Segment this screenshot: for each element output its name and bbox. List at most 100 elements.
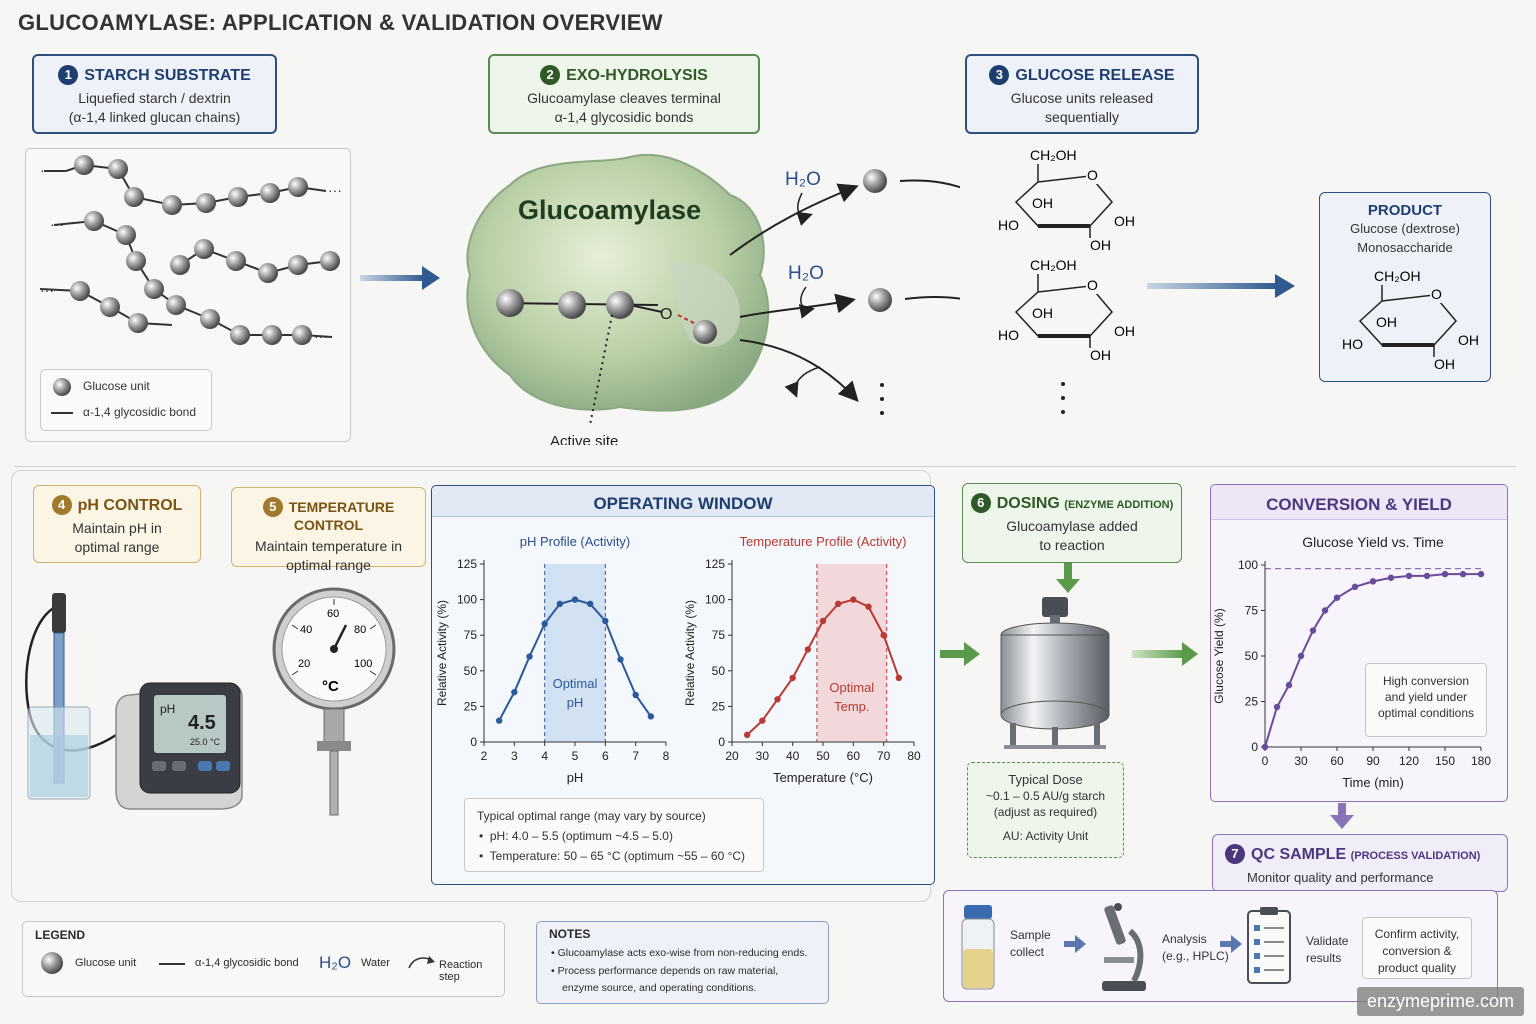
chart-1-optimal-band <box>816 564 887 742</box>
chart-0-ytick-label: 125 <box>457 557 477 571</box>
conversion-note1: High conversion <box>1382 674 1470 688</box>
ph-meter-illustration: pH 4.5 25.0 °C <box>25 593 243 810</box>
chart-0-point <box>602 617 609 625</box>
chart-1-point <box>850 596 857 603</box>
qc-confirm-line3: product quality <box>1377 961 1457 975</box>
chart-1-point <box>895 674 903 682</box>
chart-2-xtick-label: 0 <box>1262 754 1269 768</box>
chart-1-xtick-label: 50 <box>816 749 830 763</box>
chart-2-point <box>1405 572 1413 580</box>
svg-text:OH: OH <box>1032 195 1053 211</box>
conversion-yield-panel: CONVERSION & YIELD Glucose Yield vs. Tim… <box>1210 484 1508 802</box>
chart-2-ytick-label: 75 <box>1245 604 1259 618</box>
chart-2-point <box>1423 572 1431 580</box>
qc-confirm-line1: Confirm activity, <box>1374 927 1460 941</box>
svg-text:OH: OH <box>1032 305 1053 321</box>
chart-0-band-label-0: Optimal <box>553 676 598 691</box>
legend-bond-label: α-1,4 glycosidic bond <box>195 957 299 969</box>
chart-2-point <box>1261 743 1269 751</box>
operating-window-title: OPERATING WINDOW <box>593 494 773 513</box>
chart-2-point <box>1333 594 1341 601</box>
chart-1-xtick-label: 70 <box>877 749 891 763</box>
thermo-tick-100: 100 <box>354 658 372 670</box>
svg-text:OH: OH <box>1376 314 1397 330</box>
optimal-range-ph: pH: 4.0 – 5.5 (optimum ~4.5 – 5.0) <box>489 829 673 843</box>
glucose-unit-legend-icon <box>53 378 71 396</box>
chart-1-point <box>834 600 842 608</box>
step-7-title: QC SAMPLE <box>1251 846 1347 863</box>
qc-sample-line2: collect <box>1010 945 1045 959</box>
legend-water-symbol: H₂O <box>319 953 352 972</box>
glucose-structure-1: CH₂OH O OH HO OH OH <box>998 147 1135 253</box>
chart-2-xtick-label: 60 <box>1330 754 1344 768</box>
glucose-structure-2: CH₂OH O OH HO OH OH <box>998 257 1135 363</box>
optimal-range-temp: Temperature: 50 – 65 °C (optimum ~55 – 6… <box>489 849 746 863</box>
chart-0-ytick-label: 100 <box>457 593 477 607</box>
product-glucose-structure: CH₂OH O OH HO OH OH <box>1342 268 1479 372</box>
chart-2-point <box>1309 627 1317 634</box>
conversion-note: High conversion and yield under optimal … <box>1365 663 1487 737</box>
step-7-line1: Monitor quality and performance <box>1247 870 1434 885</box>
thermo-tick-80: 80 <box>354 624 366 636</box>
step-5-line1: Maintain temperature in <box>254 538 403 554</box>
qc-analysis-line2: (e.g., HPLC) <box>1162 949 1229 963</box>
qc-confirm-box: Confirm activity, conversion & product q… <box>1362 917 1472 979</box>
svg-text:OH: OH <box>1114 323 1135 339</box>
ph-meter-value: 4.5 <box>188 712 216 734</box>
step-2-title: EXO-HYDROLYSIS <box>566 67 708 84</box>
chart-2-xtick-label: 30 <box>1294 754 1308 768</box>
chart-0-band-label-1: pH <box>567 695 584 710</box>
dose-line1: Typical Dose <box>1008 772 1083 787</box>
water-label-2: H₂O <box>788 263 824 284</box>
chart-1-xtick-label: 60 <box>847 749 861 763</box>
sample-vial-icon <box>961 905 995 990</box>
starch-legend-bond: α-1,4 glycosidic bond <box>83 405 196 419</box>
chart-0-xtick-label: 7 <box>632 749 639 763</box>
process-arrow-2 <box>1147 274 1295 298</box>
thermo-unit: °C <box>322 678 339 695</box>
chart-1-xtick-label: 80 <box>907 749 921 763</box>
starch-substrate-panel: ··· ··· ··· ··· ··· Glucose unit α-1,4 g… <box>25 148 351 442</box>
product-line1: Glucose (dextrose) <box>1350 221 1460 236</box>
step-4-line1: Maintain pH in <box>72 520 162 536</box>
qc-flow-panel: Sample collect Analysis (e.g., HPLC) Val… <box>943 890 1498 1002</box>
chart-0-point <box>541 620 548 628</box>
step-3-title: GLUCOSE RELEASE <box>1015 67 1175 84</box>
chart-0-xtick-label: 5 <box>572 749 579 763</box>
notes-title: NOTES <box>549 927 591 941</box>
chart-0-xlabel: pH <box>567 770 584 785</box>
step-1-line2: (α-1,4 linked glucan chains) <box>68 109 241 125</box>
chart-1: Temperature Profile (Activity)OptimalTem… <box>683 534 921 785</box>
step-1-title: STARCH SUBSTRATE <box>84 67 251 84</box>
step-2-number: 2 <box>540 65 561 85</box>
chart-0-xtick-label: 6 <box>602 749 609 763</box>
chart-2-point <box>1273 703 1281 711</box>
chart-0-point <box>511 688 518 696</box>
chart-1-ytick-label: 100 <box>705 593 725 607</box>
chart-0-ytick-label: 25 <box>464 699 478 713</box>
ph-meter-label: pH <box>160 702 175 716</box>
chart-2-ytick-label: 25 <box>1245 695 1259 709</box>
qc-arrow-2 <box>1220 935 1242 953</box>
qc-validate-line2: results <box>1306 951 1342 965</box>
chart-2-ytick-label: 100 <box>1238 558 1258 572</box>
chart-1-point <box>759 717 766 724</box>
chart-0-ytick-label: 75 <box>464 628 478 642</box>
chart-2-point <box>1477 570 1485 578</box>
thermo-tick-60: 60 <box>327 608 339 620</box>
svg-text:OH: OH <box>1114 213 1135 229</box>
chart-2-xtick-label: 180 <box>1471 754 1491 768</box>
step-4-number: 4 <box>51 495 72 515</box>
svg-text:O: O <box>1087 167 1098 183</box>
chart-0-point <box>571 596 579 603</box>
svg-text:···: ··· <box>40 282 54 298</box>
chart-0-title: pH Profile (Activity) <box>520 534 631 549</box>
legend-bond-icon <box>159 963 185 965</box>
operating-window-panel: OPERATING WINDOW pH Profile (Activity) Op… <box>431 485 935 885</box>
process-arrow-4 <box>1132 642 1198 666</box>
process-arrow-3 <box>940 642 980 666</box>
